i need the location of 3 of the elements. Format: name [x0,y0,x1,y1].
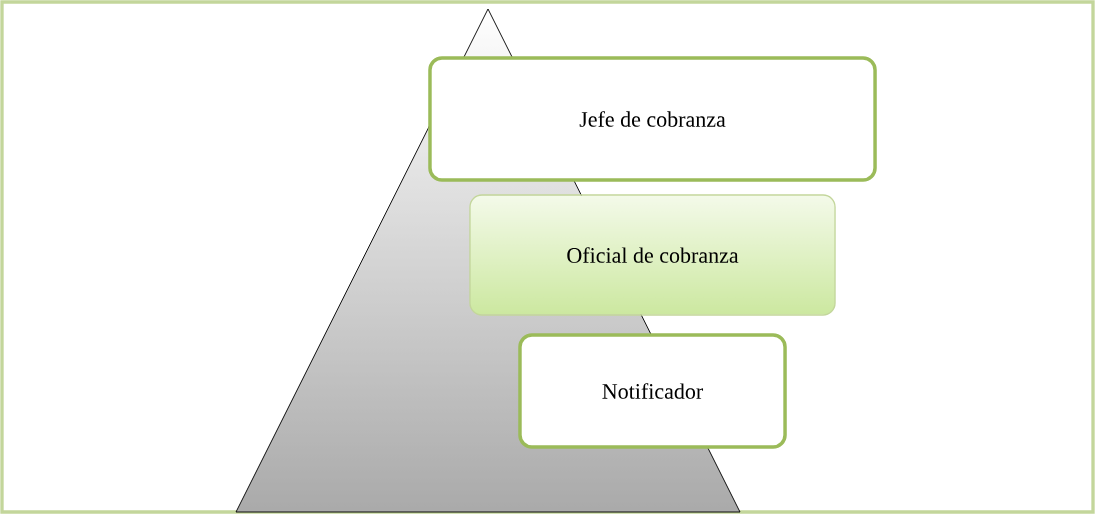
rank-box: Jefe de cobranza [428,56,877,182]
rank-box: Oficial de cobranza [469,194,836,316]
rank-box: Notificador [518,333,787,449]
